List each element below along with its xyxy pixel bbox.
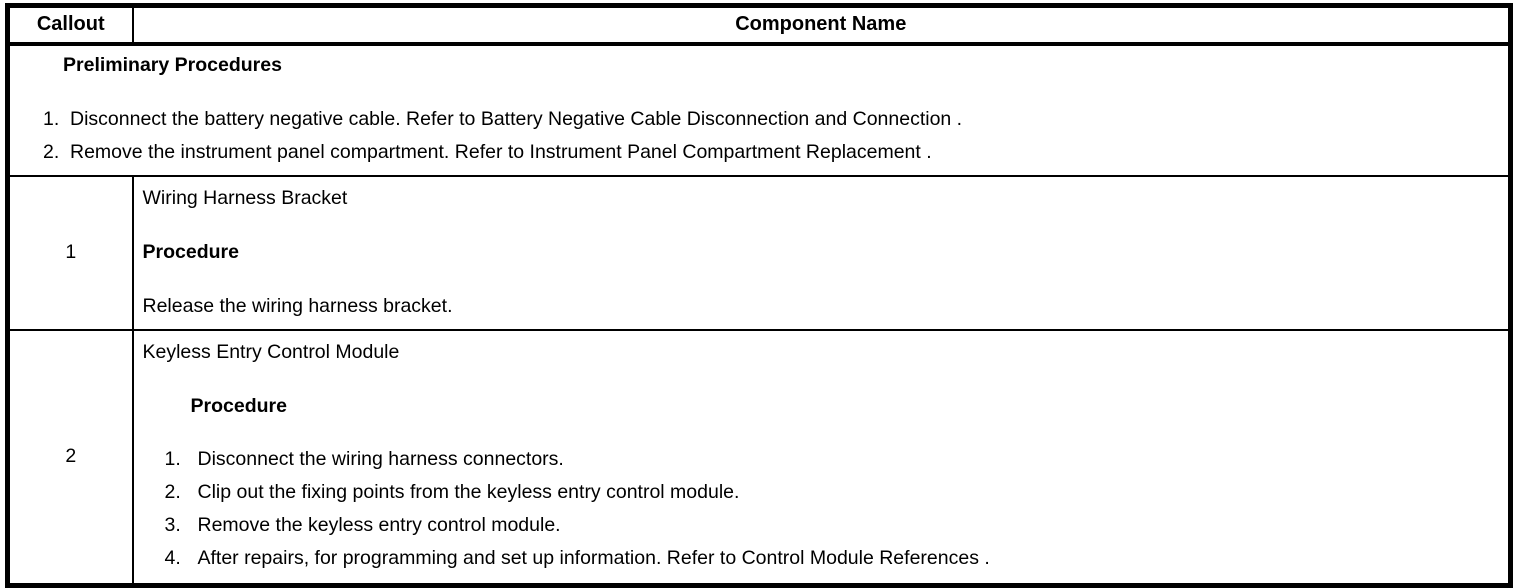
procedure-step-1-1: Release the wiring harness bracket.: [142, 294, 453, 317]
component-table: Callout Component Name Preliminary Proce…: [5, 3, 1513, 588]
component-cell-2: Keyless Entry Control Module Procedure D…: [131, 328, 1512, 586]
preliminary-procedures-title: Preliminary Procedures: [63, 53, 282, 76]
preliminary-steps-list: Disconnect the battery negative cable. R…: [43, 103, 1498, 169]
preliminary-step-1: Disconnect the battery negative cable. R…: [43, 103, 963, 136]
component-name-2: Keyless Entry Control Module: [142, 340, 400, 363]
callout-number-2: 2: [6, 328, 134, 586]
preliminary-step-2: Remove the instrument panel compartment.…: [43, 136, 932, 169]
table-header-row: Callout Component Name: [6, 4, 1512, 46]
component-cell-1: Wiring Harness Bracket Procedure Release…: [131, 174, 1512, 331]
table-row-callout-2: 2 Keyless Entry Control Module Procedure…: [6, 328, 1512, 586]
preliminary-procedures-cell: Preliminary Procedures Disconnect the ba…: [6, 42, 1512, 177]
procedure-step-2-1: Disconnect the wiring harness connectors…: [165, 443, 564, 476]
component-name-1: Wiring Harness Bracket: [142, 186, 348, 209]
preliminary-procedures-row: Preliminary Procedures Disconnect the ba…: [6, 42, 1512, 177]
procedure-label-2: Procedure: [190, 394, 287, 417]
callout-column-header: Callout: [6, 4, 134, 46]
component-name-column-header: Component Name: [131, 4, 1512, 46]
procedure-step-2-3: Remove the keyless entry control module.: [165, 509, 561, 542]
callout-number-1: 1: [6, 174, 134, 331]
table-row-callout-1: 1 Wiring Harness Bracket Procedure Relea…: [6, 174, 1512, 331]
procedure-step-2-4: After repairs, for programming and set u…: [165, 542, 990, 575]
procedure-label-1: Procedure: [142, 240, 239, 263]
procedure-step-2-2: Clip out the fixing points from the keyl…: [165, 476, 740, 509]
procedure-steps-list-2: Disconnect the wiring harness connectors…: [165, 443, 1499, 575]
